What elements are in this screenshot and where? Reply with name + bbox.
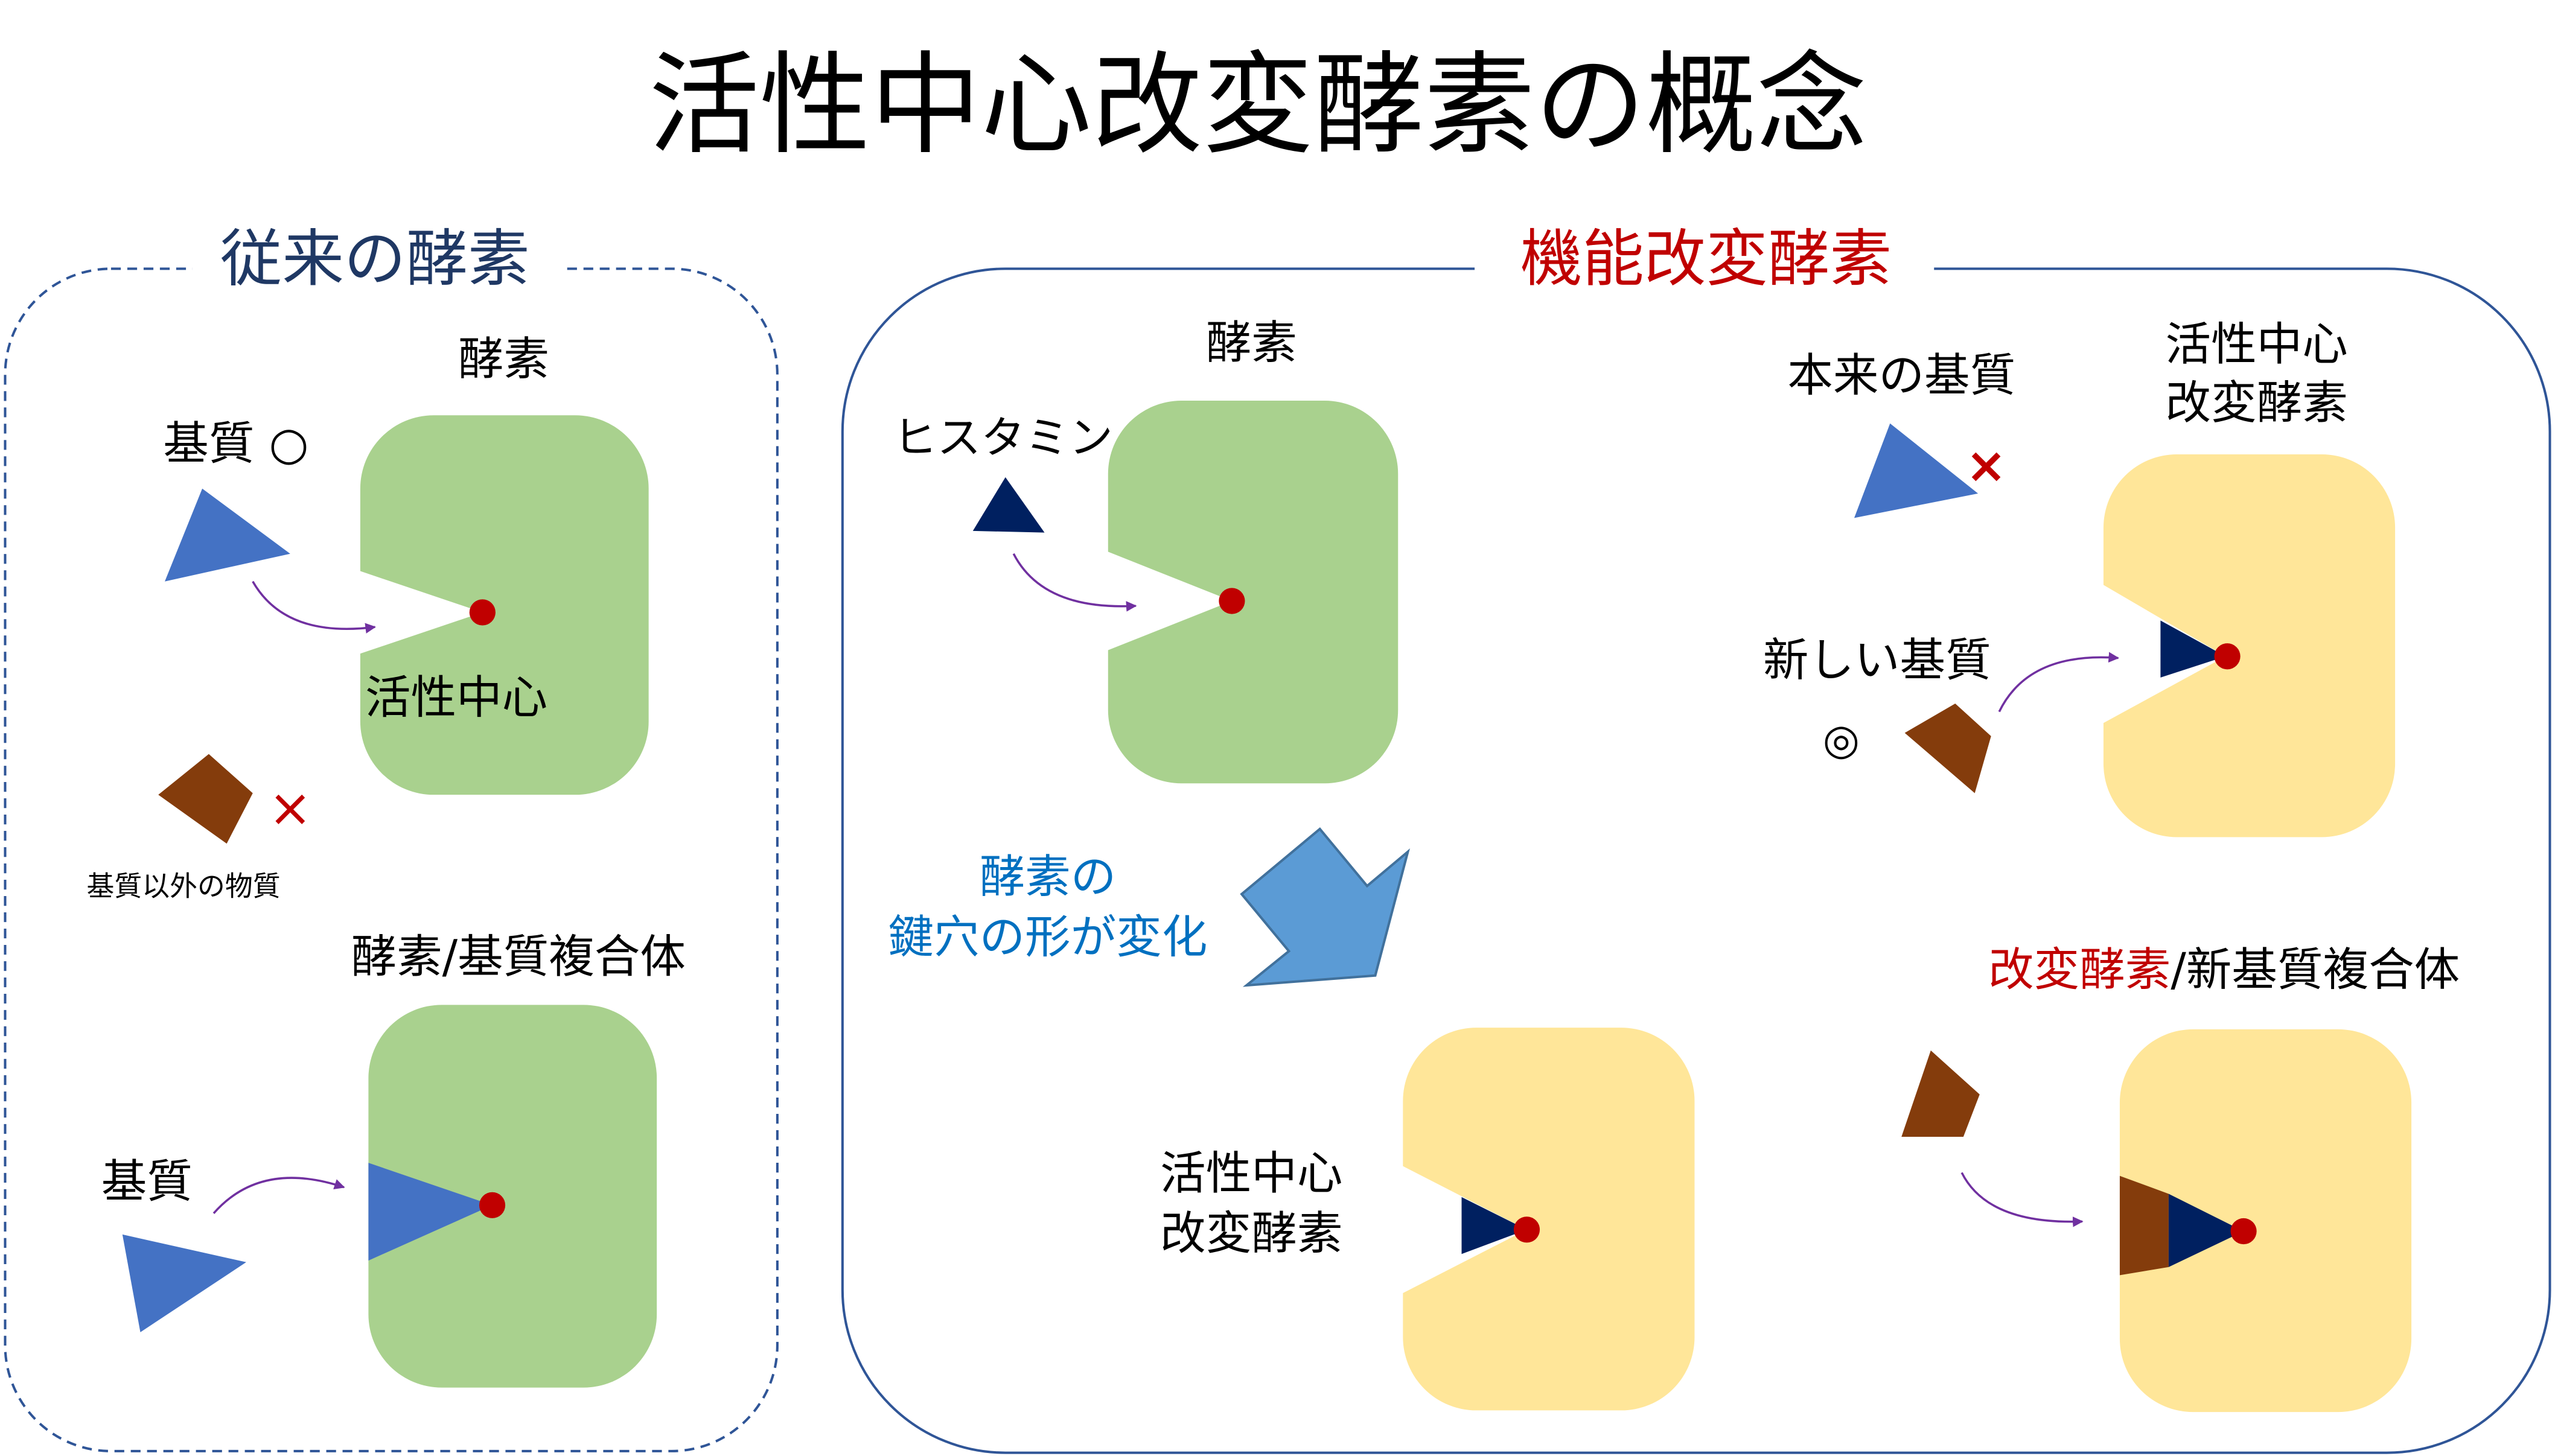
non-substrate-shape bbox=[158, 754, 253, 844]
modified-enzyme-label-line1: 活性中心 bbox=[1160, 1146, 1342, 1200]
active-site-notch bbox=[1105, 550, 1232, 652]
modified-site-triangle bbox=[1461, 1197, 1527, 1254]
new-complex-label: 改変酵素/新基質複合体 bbox=[1988, 943, 2460, 996]
accept-mark: ◎ bbox=[1823, 715, 1860, 765]
conventional-enzyme-panel: 従来の酵素 酵素 基質 ○ 活性中心 × 基質以外の物質 酵素/基質複合体 基質 bbox=[4, 211, 779, 1452]
enzyme-shape bbox=[360, 415, 649, 795]
top-modified-label-line2: 改変酵素 bbox=[2166, 377, 2348, 430]
binding-arrow bbox=[1012, 553, 1137, 612]
reject-mark: × bbox=[269, 778, 312, 838]
enzyme-label: 酵素 bbox=[1206, 316, 1297, 369]
non-substrate-label: 基質以外の物質 bbox=[86, 870, 280, 903]
binding-arrow bbox=[1998, 652, 2119, 713]
top-modified-label-line1: 活性中心 bbox=[2166, 318, 2348, 371]
active-site-dot bbox=[1513, 1216, 1540, 1243]
right-panel-heading: 機能改変酵素 bbox=[1520, 223, 1892, 295]
left-panel-heading: 従来の酵素 bbox=[220, 223, 530, 295]
complex-substrate-label: 基質 bbox=[101, 1155, 193, 1208]
change-text-line1: 酵素の bbox=[980, 850, 1117, 903]
active-site-dot bbox=[479, 1192, 506, 1218]
active-site-label: 活性中心 bbox=[365, 671, 547, 724]
original-substrate-label: 本来の基質 bbox=[1787, 349, 2015, 402]
substrate-label: 基質 ○ bbox=[163, 417, 308, 470]
active-site-dot bbox=[469, 599, 496, 626]
modified-enzyme-panel: 機能改変酵素 酵素 ヒスタミン 酵素の 鍵穴の形が変化 活性中心 改変酵素 本来… bbox=[841, 211, 2551, 1454]
modified-site-triangle bbox=[2168, 1194, 2244, 1267]
reject-mark: × bbox=[1966, 437, 2007, 494]
complex-label: 酵素/基質複合体 bbox=[351, 930, 686, 983]
binding-arrow bbox=[1960, 1172, 2084, 1227]
binding-arrow bbox=[212, 1177, 345, 1214]
active-site-dot bbox=[2230, 1218, 2257, 1245]
active-site-notch bbox=[357, 570, 483, 655]
active-site-dot bbox=[2214, 643, 2241, 670]
modified-enzyme-shape bbox=[1403, 1028, 1695, 1411]
page-title: 活性中心改変酵素の概念 bbox=[649, 42, 1868, 170]
new-complex-label-black: /新基質複合体 bbox=[2171, 943, 2460, 996]
top-modified-enzyme-shape bbox=[2103, 454, 2396, 838]
bound-substrate bbox=[368, 1163, 493, 1261]
substrate-triangle bbox=[165, 488, 290, 582]
new-substrate-shape bbox=[1901, 1050, 1980, 1137]
complex-enzyme-shape bbox=[368, 1005, 657, 1388]
substrate-triangle bbox=[122, 1234, 246, 1332]
enzyme-label: 酵素 bbox=[458, 332, 549, 386]
histamine-label: ヒスタミン bbox=[893, 412, 1113, 463]
new-substrate-label: 新しい基質 bbox=[1763, 634, 1991, 687]
binding-arrow bbox=[252, 580, 376, 634]
bound-new-substrate bbox=[2119, 1175, 2169, 1276]
modified-site-triangle bbox=[2160, 620, 2226, 678]
change-text-line2: 鍵穴の形が変化 bbox=[888, 911, 1207, 964]
new-complex-enzyme-shape bbox=[2119, 1029, 2412, 1413]
new-substrate-shape bbox=[1904, 704, 1991, 793]
enzyme-shape bbox=[1108, 400, 1399, 784]
modified-enzyme-label-line2: 改変酵素 bbox=[1160, 1207, 1342, 1260]
new-complex-label-red: 改変酵素 bbox=[1988, 943, 2171, 996]
transformation-arrow bbox=[1240, 827, 1411, 987]
original-substrate-triangle bbox=[1854, 423, 1979, 518]
active-site-dot bbox=[1219, 588, 1245, 614]
histamine-triangle bbox=[972, 477, 1045, 533]
